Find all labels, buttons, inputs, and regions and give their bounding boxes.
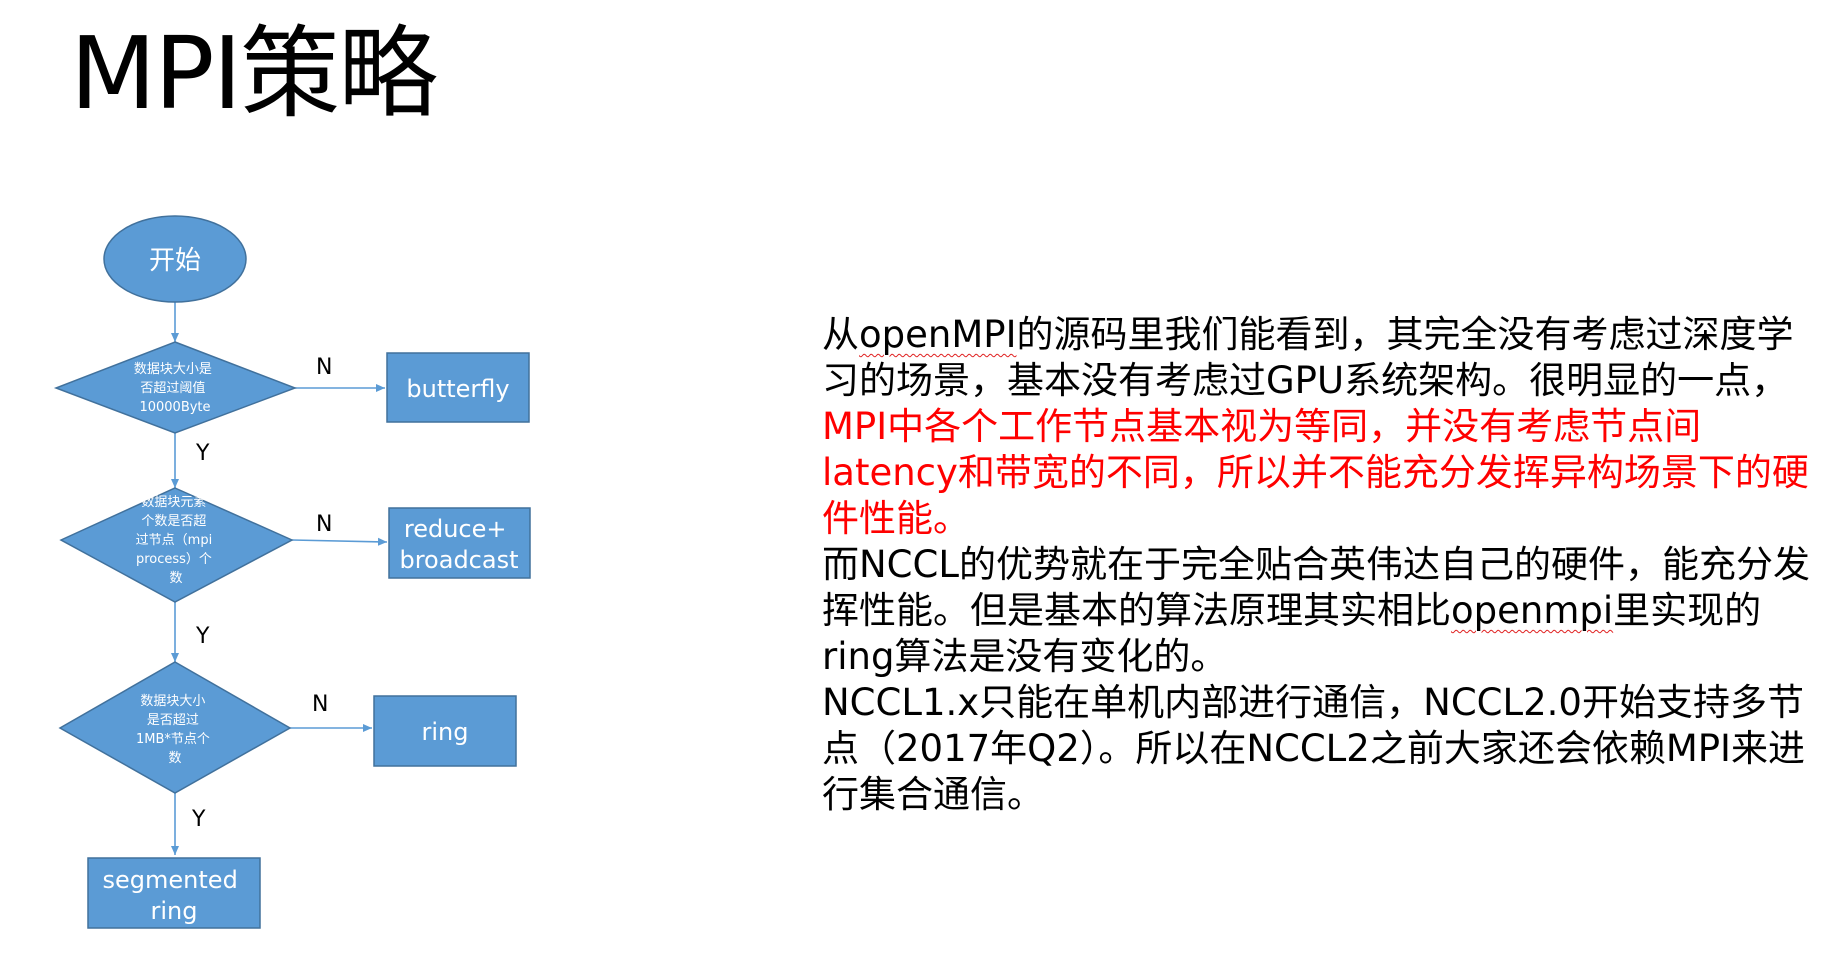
ring-box: ring xyxy=(373,695,517,767)
body-text: 从openMPI的源码里我们能看到，其完全没有考虑过深度学习的场景，基本没有考虑… xyxy=(822,312,1812,818)
flowchart: 开始 数据块大小是 否超过阈值 10000Byte 数据块元素 个数是否超 过节… xyxy=(53,215,531,929)
slide-title: MPI策略 xyxy=(70,15,438,132)
label-no-3: N xyxy=(312,692,328,717)
p2-lead: 而NCCL的优势就在于完全贴合英伟达自己的硬件，能充分发挥性能。但是基本的算法原… xyxy=(822,543,1810,632)
decision-3-label: 数据块大小 是否超过 1MB*节点个 数 xyxy=(136,694,214,766)
decision-1: 数据块大小是 否超过阈值 10000Byte xyxy=(53,341,298,434)
reduce-broadcast-label: reduce+ broadcast xyxy=(399,515,518,574)
p1-highlight: MPI中各个工作节点基本视为等同，并没有考虑节点间latency和带宽的不同，所… xyxy=(822,405,1809,540)
p2-text: 里实现的ring算法是没有变化的。 xyxy=(822,589,1762,678)
p1-lead: 从 xyxy=(822,313,859,356)
paragraph-2: 而NCCL的优势就在于完全贴合英伟达自己的硬件，能充分发挥性能。但是基本的算法原… xyxy=(822,542,1812,680)
p1-text: 的源码里我们能看到，其完全没有考虑过深度学习的场景，基本没有考虑过GPU系统架构… xyxy=(822,313,1794,402)
paragraph-3: NCCL1.x只能在单机内部进行通信，NCCL2.0开始支持多节点（2017年Q… xyxy=(822,681,1805,816)
butterfly-box: butterfly xyxy=(386,352,530,423)
segmented-ring-label: segmented ring xyxy=(103,866,246,925)
reduce-broadcast-box: reduce+ broadcast xyxy=(388,507,531,579)
label-yes-3: Y xyxy=(191,807,206,832)
connectors xyxy=(171,302,388,855)
label-yes-1: Y xyxy=(195,441,210,466)
branch-labels: N Y N Y N Y xyxy=(191,355,332,832)
start-label: 开始 xyxy=(149,246,201,276)
decision-3: 数据块大小 是否超过 1MB*节点个 数 xyxy=(58,661,292,794)
label-yes-2: Y xyxy=(195,624,210,649)
butterfly-label: butterfly xyxy=(406,375,509,403)
decision-2: 数据块元素 个数是否超 过节点（mpi process）个 数 xyxy=(59,487,294,603)
decision-1-label: 数据块大小是 否超过阈值 10000Byte xyxy=(134,362,216,415)
openmpi-term: openMPI xyxy=(859,313,1017,356)
label-no-1: N xyxy=(316,355,332,380)
decision-2-label: 数据块元素 个数是否超 过节点（mpi process）个 数 xyxy=(136,495,217,586)
start-node: 开始 xyxy=(103,215,247,303)
connector-decision2-to-reduce-broadcast xyxy=(291,537,388,546)
openmpi-lower-term: openmpi xyxy=(1451,589,1614,632)
segmented-ring-box: segmented ring xyxy=(87,857,261,929)
paragraph-1: 从openMPI的源码里我们能看到，其完全没有考虑过深度学习的场景，基本没有考虑… xyxy=(822,312,1812,542)
ring-label: ring xyxy=(422,718,469,746)
label-no-2: N xyxy=(316,512,332,537)
